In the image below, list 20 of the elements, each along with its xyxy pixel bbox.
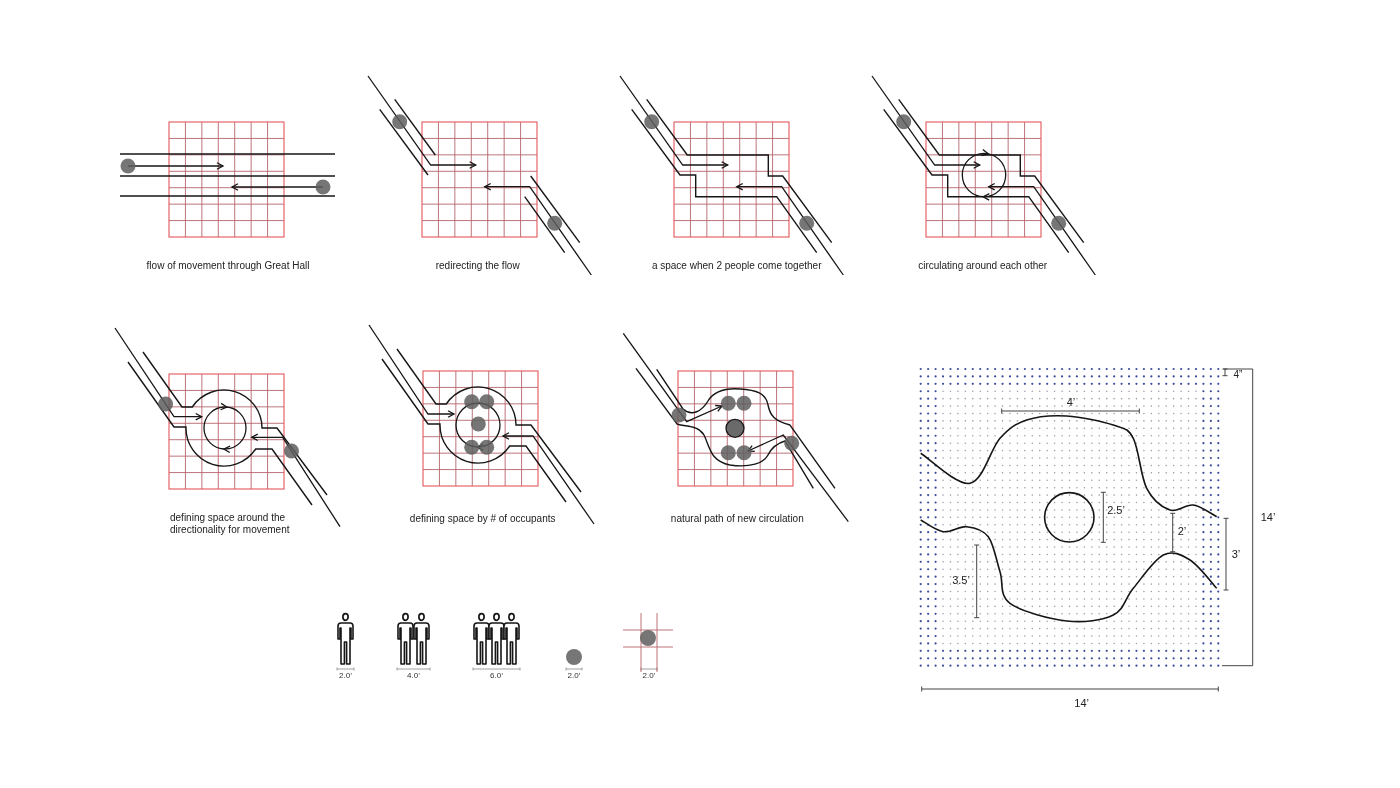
dimension-label: 3’ bbox=[1231, 548, 1241, 562]
caption: defining space around the directionality for movement bbox=[170, 512, 291, 536]
dimension-label: 14’ bbox=[1074, 697, 1090, 711]
dimension-label: 4’ bbox=[1066, 396, 1076, 410]
scale-label: 2.0’ bbox=[567, 671, 581, 681]
dimension-label: 2.5’ bbox=[1107, 504, 1125, 518]
caption: defining space by # of occupants bbox=[409, 513, 556, 525]
scale-label: 4.0’ bbox=[407, 671, 420, 681]
dimension-label: 3.5’ bbox=[952, 574, 970, 588]
scale-label: 6.0’ bbox=[490, 671, 503, 681]
dimension-label: 2’ bbox=[1177, 525, 1187, 539]
caption: a space when 2 people come together bbox=[651, 260, 822, 272]
dimension-label: 14’ bbox=[1260, 511, 1276, 525]
caption: redirecting the flow bbox=[435, 260, 520, 272]
caption: flow of movement through Great Hall bbox=[146, 260, 310, 272]
caption: circulating around each other bbox=[918, 260, 1048, 272]
caption: natural path of new circulation bbox=[670, 513, 804, 525]
scale-label: 2.0’ bbox=[642, 671, 656, 681]
dimension-label: 4” bbox=[1233, 369, 1243, 381]
scale-label: 2.0’ bbox=[339, 671, 352, 681]
